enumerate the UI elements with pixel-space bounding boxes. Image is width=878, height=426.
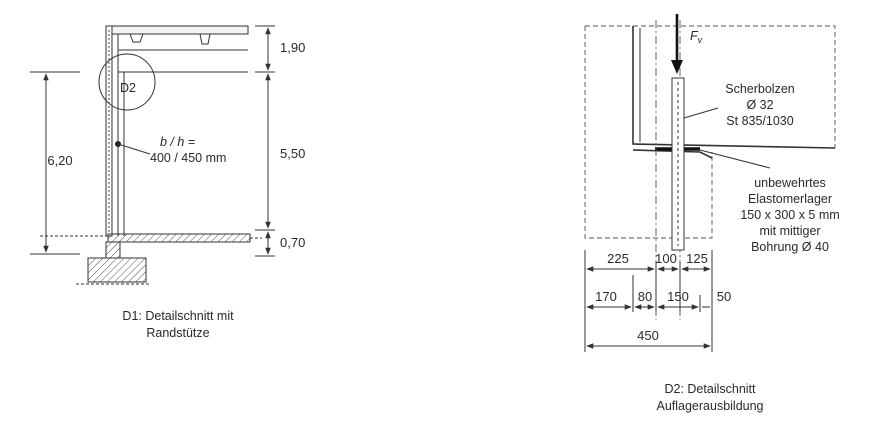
d2-beam-outline bbox=[585, 25, 836, 148]
d2-dim-total: 450 bbox=[586, 328, 711, 349]
bearing-label-line2: Elastomerlager bbox=[748, 192, 832, 206]
d2-dim-row1: 225 100 125 bbox=[586, 251, 711, 272]
dim-50: 50 bbox=[717, 289, 731, 304]
dim-150: 150 bbox=[667, 289, 689, 304]
force-label: Fv bbox=[690, 29, 703, 45]
d2-dim-extensions bbox=[584, 250, 713, 352]
d2-caption-line1: D2: Detailschnitt bbox=[664, 382, 756, 396]
dim-bottom-text: 0,70 bbox=[280, 235, 305, 250]
d2-callout-label: D2 bbox=[120, 81, 136, 95]
section-size-value: 400 / 450 mm bbox=[150, 151, 226, 165]
d1-floor-slab bbox=[40, 233, 262, 243]
dim-80: 80 bbox=[638, 289, 652, 304]
bolt-label-line1: Scherbolzen bbox=[725, 82, 795, 96]
d1-dim-total-height: 6,20 bbox=[30, 71, 80, 255]
d1-detail-section: D2 b / h = 400 / 450 mm 6,20 1,90 5,50 0… bbox=[30, 25, 305, 340]
bearing-label-line4: mit mittiger bbox=[759, 224, 820, 238]
d1-outer-wall bbox=[105, 25, 113, 237]
d2-column-outline bbox=[584, 26, 713, 239]
bearing-label-line3: 150 x 300 x 5 mm bbox=[740, 208, 839, 222]
d1-roof-beam bbox=[109, 25, 249, 73]
bolt-label-line2: Ø 32 bbox=[746, 98, 773, 112]
bearing-label-line1: unbewehrtes bbox=[754, 176, 826, 190]
d2-detail-section: Fv Scherbolzen Ø 32 St 835/1030 unbewehr… bbox=[584, 14, 840, 413]
dim-mid-text: 5,50 bbox=[280, 146, 305, 161]
d1-foundation bbox=[76, 241, 150, 285]
dim-125: 125 bbox=[686, 251, 708, 266]
d1-caption-line1: D1: Detailschnitt mit bbox=[122, 309, 234, 323]
dim-top-text: 1,90 bbox=[280, 40, 305, 55]
bolt-label-line3: St 835/1030 bbox=[726, 114, 793, 128]
d2-dim-row2: 170 80 150 50 bbox=[586, 289, 731, 310]
d2-beam-edge bbox=[632, 26, 836, 149]
dim-170: 170 bbox=[595, 289, 617, 304]
d2-detail-callout[interactable]: D2 bbox=[98, 53, 156, 111]
d1-edge-column bbox=[115, 72, 151, 236]
dim-total-height-text: 6,20 bbox=[47, 153, 72, 168]
bearing-label-line5: Bohrung Ø 40 bbox=[751, 240, 829, 254]
force-arrow: Fv bbox=[671, 14, 703, 74]
section-size-label: b / h = bbox=[160, 135, 195, 149]
shear-bolt bbox=[671, 77, 685, 251]
d1-caption-line2: Randstütze bbox=[146, 326, 209, 340]
dim-225: 225 bbox=[607, 251, 629, 266]
d2-caption-line2: Auflagerausbildung bbox=[656, 399, 763, 413]
dim-100: 100 bbox=[655, 251, 677, 266]
d1-dim-chain-right: 1,90 5,50 0,70 bbox=[255, 25, 305, 257]
dim-450: 450 bbox=[637, 328, 659, 343]
